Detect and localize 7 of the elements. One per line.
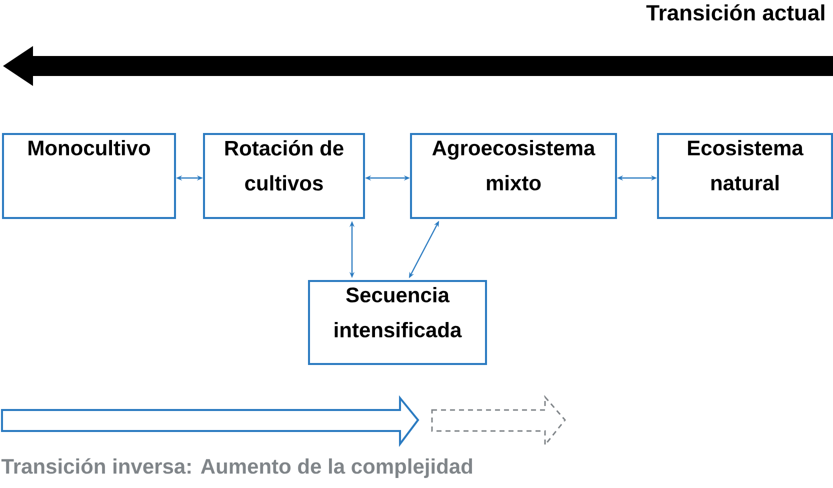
process-box: Ecosistema natural (657, 133, 833, 219)
process-box: Agroecosistema mixto (410, 133, 617, 219)
caption: Transición inversa: Aumento de la complejidad (1, 458, 472, 478)
process-box: Secuencia intensificada (308, 280, 487, 365)
process-box: Monocultivo (2, 133, 176, 219)
title: Transición actual (646, 4, 824, 21)
process-box: Rotación de cultivos (203, 133, 365, 219)
